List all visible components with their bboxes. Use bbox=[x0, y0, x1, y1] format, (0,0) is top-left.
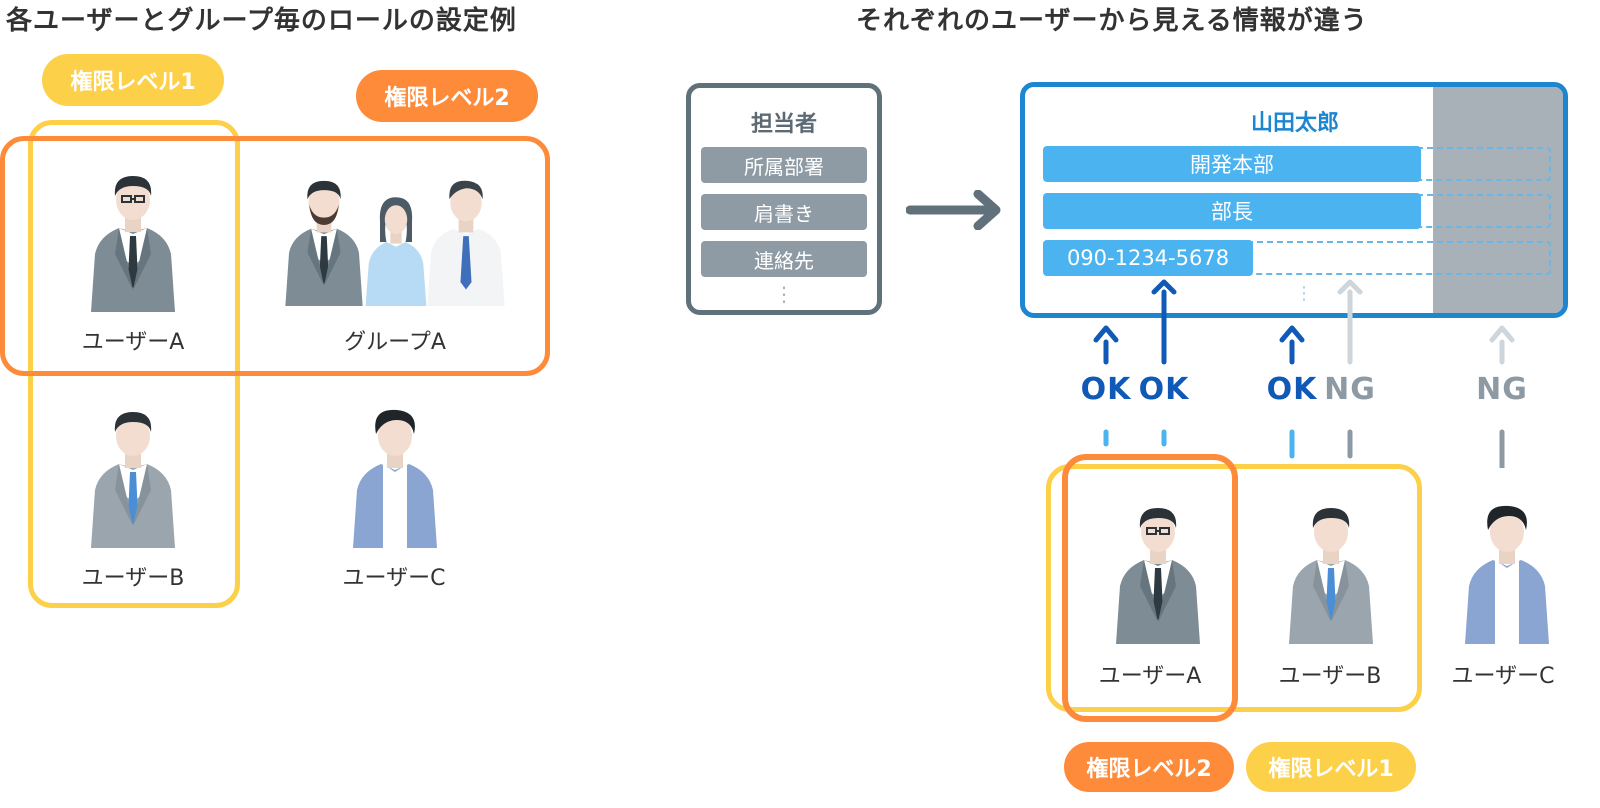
left-user-c-label: ユーザーC bbox=[342, 566, 446, 591]
group-a-label: グループA bbox=[344, 330, 446, 355]
left-user-a-label: ユーザーA bbox=[81, 330, 185, 355]
access-arrows bbox=[1093, 279, 1515, 468]
left-level1-pill: 権限レベル1 bbox=[42, 54, 224, 106]
user-a-ok-2: OK bbox=[1138, 372, 1190, 407]
right-user-a-label: ユーザーA bbox=[1098, 664, 1202, 689]
left-heading: 各ユーザーとグループ毎のロールの設定例 bbox=[6, 6, 517, 36]
right-heading: それぞれのユーザーから見える情報が違う bbox=[856, 6, 1368, 36]
profile-card: 山田太郎 開発本部 部長 090-1234-5678 ⋮ bbox=[1020, 82, 1568, 318]
right-user-c-label: ユーザーC bbox=[1451, 664, 1555, 689]
user-b-ok: OK bbox=[1266, 372, 1318, 407]
contact-template-card: 担当者 所属部署 肩書き 連絡先 ⋮ bbox=[686, 83, 882, 315]
right-user-b-avatar-icon bbox=[1278, 494, 1384, 644]
right-user-a-avatar-icon bbox=[1105, 494, 1211, 644]
group-member-shirt-icon bbox=[420, 162, 512, 312]
level2-group-frame bbox=[0, 136, 550, 376]
right-level1-pill: 権限レベル1 bbox=[1246, 742, 1416, 792]
left-user-b-label: ユーザーB bbox=[81, 566, 185, 591]
user-b-ng: NG bbox=[1324, 372, 1376, 407]
hidden-area-shade bbox=[1433, 87, 1563, 313]
level1-group-frame bbox=[28, 120, 240, 608]
template-field-title: 肩書き bbox=[701, 194, 867, 230]
right-arrow-icon bbox=[906, 190, 1001, 230]
user-a-avatar-icon bbox=[80, 162, 186, 312]
right-level2-pill: 権限レベル2 bbox=[1064, 742, 1234, 792]
right-user-c-avatar-icon bbox=[1454, 494, 1560, 644]
profile-more-indicator: ⋮ bbox=[1295, 283, 1313, 304]
user-c-avatar-icon bbox=[342, 398, 448, 548]
right-user-b-label: ユーザーB bbox=[1278, 664, 1382, 689]
profile-phone: 090-1234-5678 bbox=[1043, 240, 1253, 276]
template-more-indicator: ⋮ bbox=[774, 282, 794, 306]
template-card-title: 担当者 bbox=[750, 112, 817, 137]
right-level2-frame bbox=[1062, 454, 1238, 722]
profile-department: 開発本部 bbox=[1043, 146, 1421, 182]
profile-position: 部長 bbox=[1043, 193, 1421, 229]
left-level2-pill: 権限レベル2 bbox=[356, 70, 538, 122]
template-field-department: 所属部署 bbox=[701, 147, 867, 183]
user-a-ok-1: OK bbox=[1080, 372, 1132, 407]
user-c-ng: NG bbox=[1476, 372, 1528, 407]
user-b-avatar-icon bbox=[80, 398, 186, 548]
template-field-contact: 連絡先 bbox=[701, 241, 867, 277]
profile-name: 山田太郎 bbox=[1250, 111, 1339, 136]
